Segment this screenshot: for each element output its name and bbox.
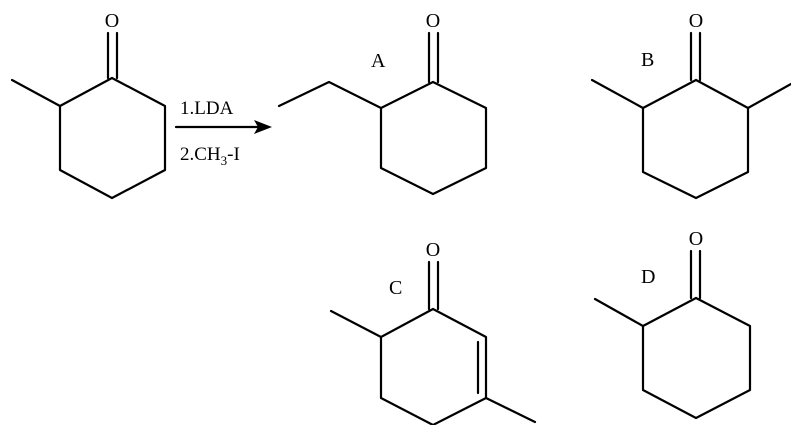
sm-methyl-bond	[10, 78, 62, 108]
option-d-label: D	[641, 266, 655, 288]
a-oxygen: O	[426, 10, 440, 32]
option-d-structure: D O	[593, 228, 752, 420]
b-right-methyl-bond	[746, 82, 791, 110]
d-oxygen: O	[689, 228, 703, 250]
b-oxygen: O	[689, 10, 703, 32]
c-ring	[379, 307, 488, 425]
d-methyl-bond	[593, 297, 645, 328]
reagent-step-2: 2.CH3-I	[180, 144, 240, 168]
b-left-methyl-bond	[590, 78, 645, 110]
option-c-structure: C O	[329, 239, 537, 425]
sm-ring	[58, 76, 167, 200]
c-oxygen: O	[426, 239, 440, 261]
option-b-structure: B O	[590, 10, 791, 200]
starting-material: O	[10, 10, 167, 200]
sm-oxygen: O	[105, 10, 119, 32]
option-a-structure: A O	[277, 10, 488, 196]
reaction-arrow-head	[254, 120, 272, 134]
a-ethyl-bonds	[277, 80, 383, 110]
c-right-methyl-bond	[484, 396, 537, 424]
reagent-step-1: 1.LDA	[180, 98, 234, 119]
b-ring	[641, 78, 750, 200]
option-c-label: C	[389, 277, 402, 299]
reaction-arrow-group: 1.LDA 2.CH3-I	[174, 98, 272, 168]
option-b-label: B	[641, 49, 654, 71]
c-left-methyl-bond	[329, 309, 383, 339]
a-ring	[379, 80, 488, 196]
option-a-label: A	[371, 50, 386, 72]
d-ring	[641, 296, 752, 420]
